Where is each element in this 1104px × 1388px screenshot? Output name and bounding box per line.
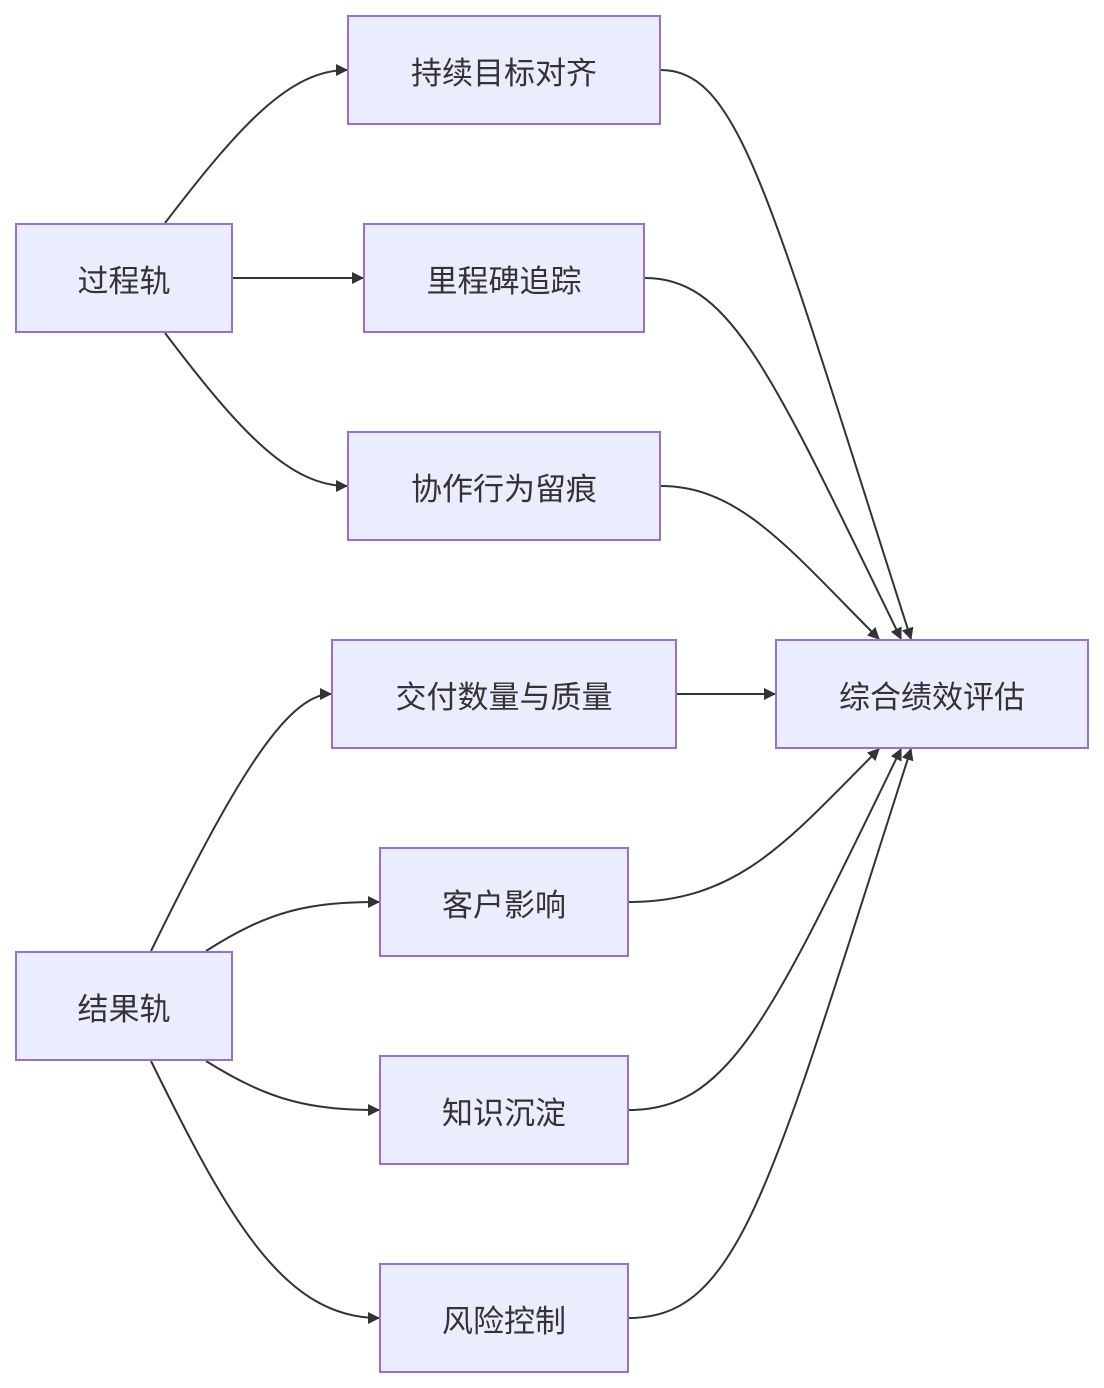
- edge-collab-to-eval: [660, 485, 880, 640]
- node-delivery: 交付数量与质量: [331, 639, 677, 749]
- node-customer-impact: 客户影响: [379, 847, 629, 957]
- edge-goal-to-eval: [660, 69, 914, 640]
- edge-result-to-delivery: [150, 688, 332, 952]
- edge-result-to-risk: [150, 1060, 380, 1324]
- edge-milestone-to-eval: [644, 277, 902, 640]
- node-process-track: 过程轨: [15, 223, 233, 333]
- edge-process-to-collab: [164, 332, 348, 492]
- edge-process-to-goal: [164, 64, 348, 224]
- node-risk-control: 风险控制: [379, 1263, 629, 1373]
- edge-risk-to-eval: [628, 748, 914, 1319]
- edge-result-to-knowledge: [205, 1060, 380, 1116]
- node-knowledge: 知识沉淀: [379, 1055, 629, 1165]
- node-collab-trace: 协作行为留痕: [347, 431, 661, 541]
- edge-customer-to-eval: [628, 748, 880, 903]
- edge-knowledge-to-eval: [628, 748, 902, 1111]
- node-overall-eval: 综合绩效评估: [775, 639, 1089, 749]
- node-result-track: 结果轨: [15, 951, 233, 1061]
- node-milestone-tracking: 里程碑追踪: [363, 223, 645, 333]
- edge-result-to-customer: [205, 896, 380, 952]
- node-goal-alignment: 持续目标对齐: [347, 15, 661, 125]
